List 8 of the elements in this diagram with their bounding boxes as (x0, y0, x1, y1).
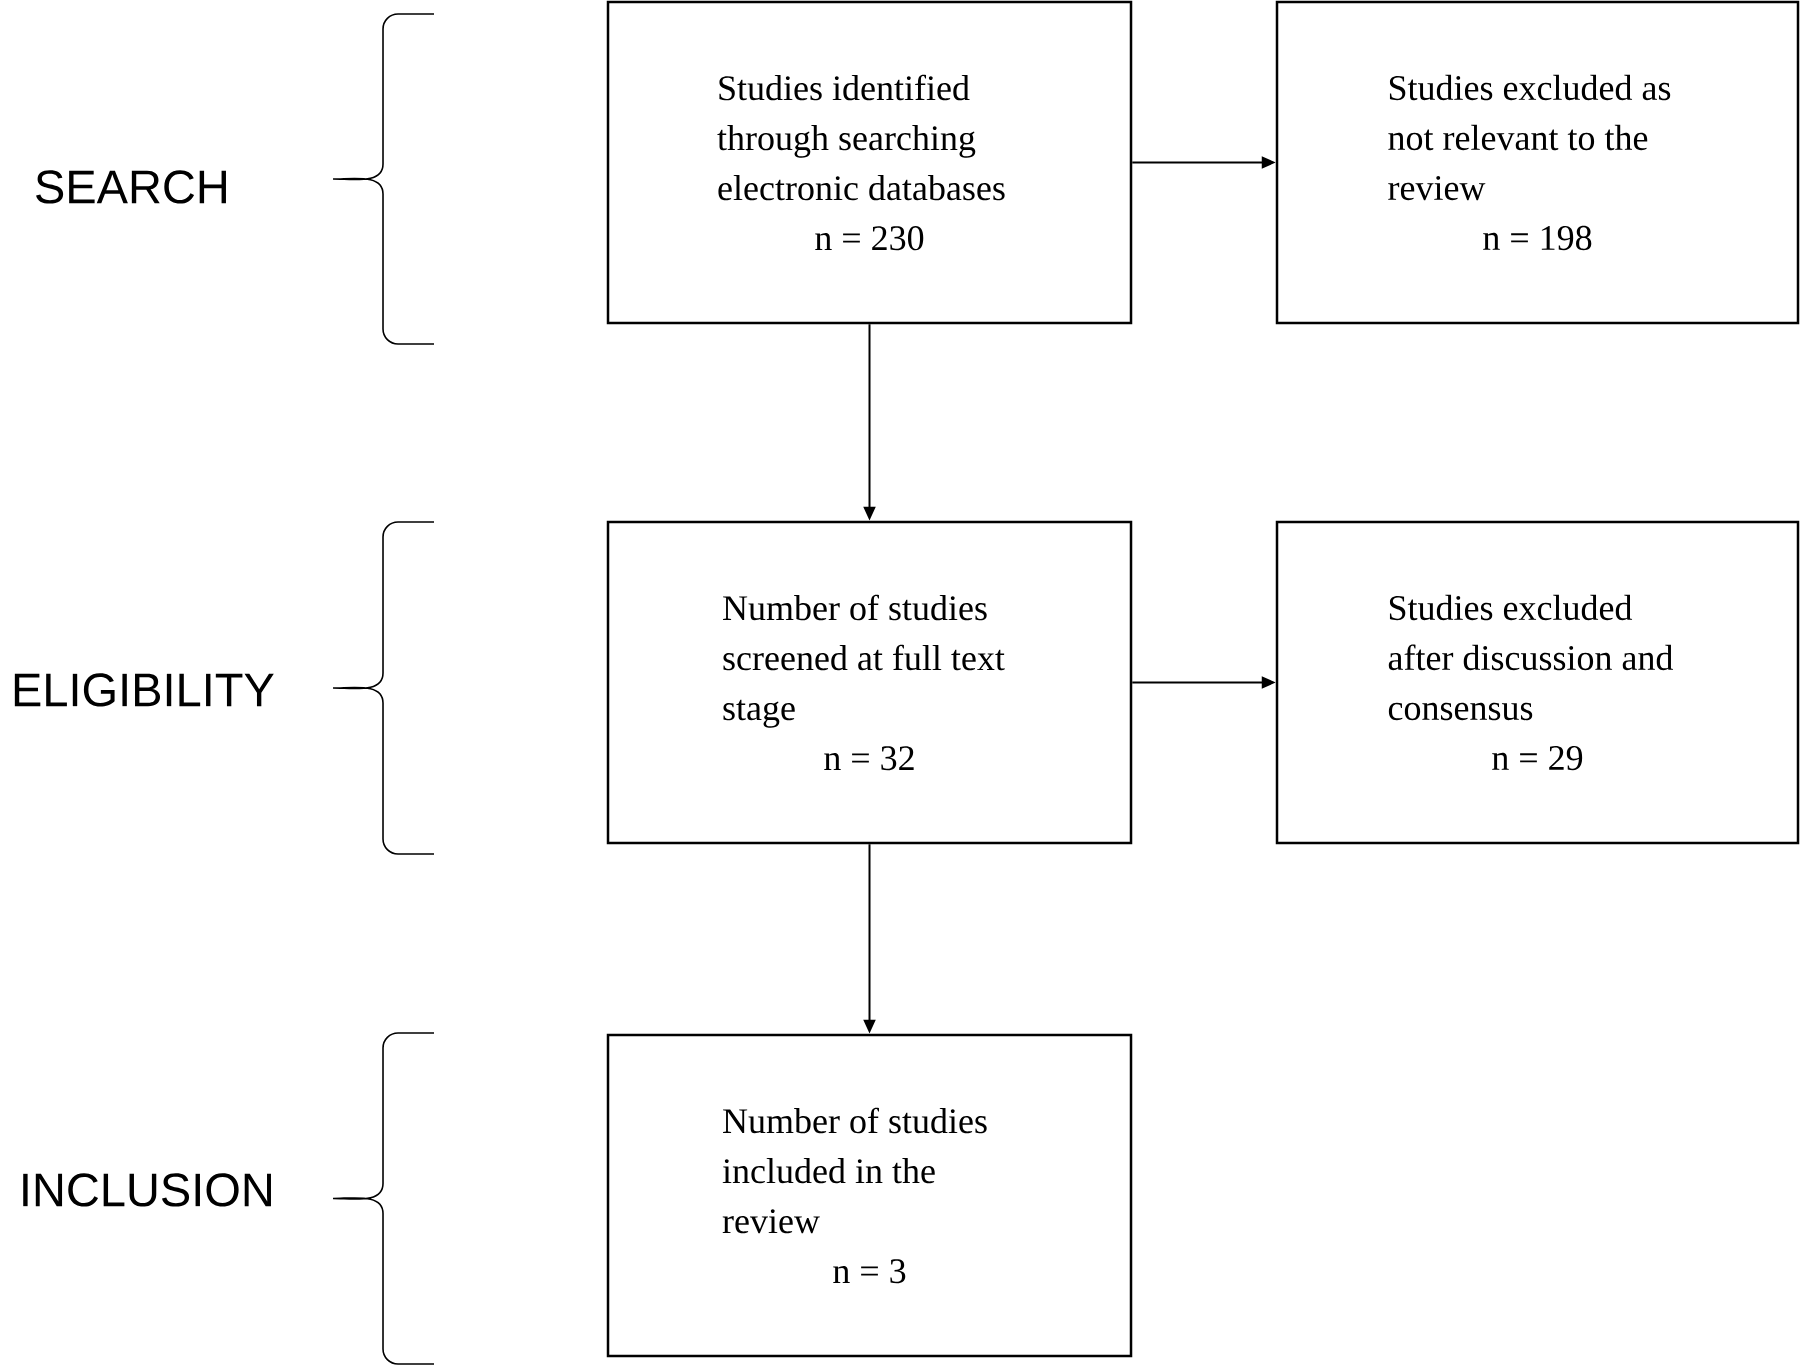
process-box: Number of studies screened at full text stage n = 32 (606, 520, 1133, 845)
process-box: Studies excluded as not relevant to the review n = 198 (1275, 0, 1800, 325)
process-box: Studies excluded after discussion and consensus n = 29 (1275, 520, 1800, 845)
stage-label: SEARCH (36, 170, 226, 204)
stage-label: INCLUSION (23, 1173, 271, 1207)
stage-label: ELIGIBILITY (14, 673, 274, 707)
process-box: Number of studies included in the review n = 3 (606, 1033, 1133, 1358)
process-box: Studies identified through searching electronic databases n = 230 (606, 0, 1133, 325)
